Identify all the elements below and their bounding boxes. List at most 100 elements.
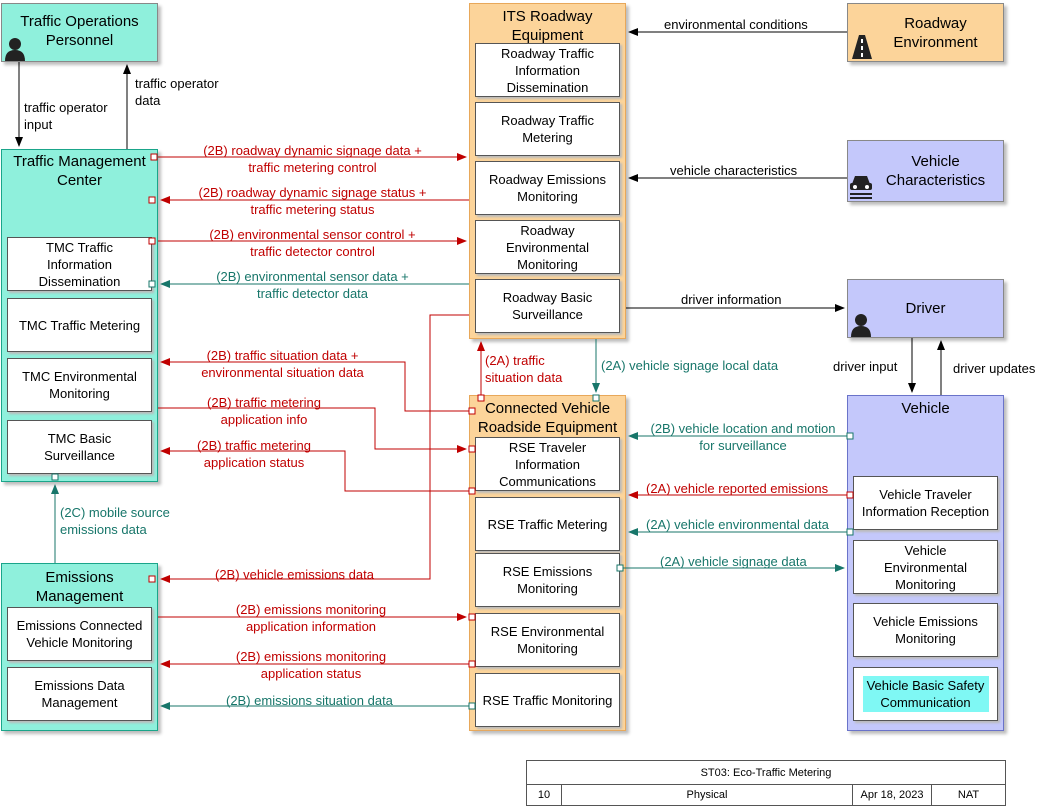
flow-mobile-source-line2: emissions data bbox=[60, 522, 147, 537]
flow-metering-info: (2B) traffic metering application info bbox=[200, 394, 328, 428]
flow-metering-info-line1: (2B) traffic metering bbox=[207, 395, 321, 410]
flow-reported-emissions: (2A) vehicle reported emissions bbox=[646, 481, 829, 496]
flow-mobile-source-line1: (2C) mobile source bbox=[60, 505, 170, 520]
vehicle-item-emissions-monitoring[interactable]: Vehicle Emissions Monitoring bbox=[853, 603, 998, 657]
flow-signage-data-2a: (2A) vehicle signage data bbox=[660, 554, 807, 569]
flow-signage-data-line1: (2B) roadway dynamic signage data + bbox=[203, 143, 422, 158]
diagram-number: 10 bbox=[526, 784, 562, 806]
flow-vehicle-characteristics: vehicle characteristics bbox=[670, 163, 798, 178]
flow-operator-data-line2: data bbox=[135, 93, 161, 108]
flow-emissions-app-status-line1: (2B) emissions monitoring bbox=[235, 649, 387, 664]
flow-metering-info-line2: application info bbox=[220, 412, 308, 427]
cv-item-traffic-metering[interactable]: RSE Traffic Metering bbox=[475, 497, 620, 551]
road-icon bbox=[852, 35, 872, 59]
its-item-traffic-info-dissemination[interactable]: Roadway Traffic Information Disseminatio… bbox=[475, 43, 620, 97]
cv-item-environmental-monitoring[interactable]: RSE Environmental Monitoring bbox=[475, 613, 620, 667]
tmc-item-environmental-monitoring[interactable]: TMC Environmental Monitoring bbox=[7, 358, 152, 412]
emc-item-cv-monitoring[interactable]: Emissions Connected Vehicle Monitoring bbox=[7, 607, 152, 661]
flow-sensor-data: (2B) environmental sensor data + traffic… bbox=[180, 268, 445, 302]
its-item-label: Roadway Environmental Monitoring bbox=[505, 222, 590, 272]
driver-person-icon bbox=[851, 314, 871, 337]
flow-metering-status-line2: application status bbox=[203, 455, 305, 470]
flow-metering-status-line1: (2B) traffic metering bbox=[197, 438, 311, 453]
vehicle-item-label: Vehicle Basic Safety Communication bbox=[862, 676, 989, 712]
its-item-label: Roadway Traffic Information Disseminatio… bbox=[501, 45, 594, 95]
flow-emissions-app-info-line1: (2B) emissions monitoring bbox=[235, 602, 387, 617]
vehicle-characteristics-label: Vehicle Characteristics bbox=[885, 153, 986, 189]
title-block: ST03: Eco-Traffic Metering 10 Physical A… bbox=[526, 760, 1006, 806]
vehicle-item-label: Vehicle Emissions Monitoring bbox=[873, 614, 978, 646]
flow-metering-status: (2B) traffic metering application status bbox=[190, 437, 318, 471]
flow-2a-situation-line2: situation data bbox=[485, 370, 563, 385]
flow-operator-input-line2: input bbox=[24, 117, 53, 132]
its-item-emissions-monitoring[interactable]: Roadway Emissions Monitoring bbox=[475, 161, 620, 215]
roadway-environment-label: Roadway Environment bbox=[893, 14, 978, 51]
flow-location-motion-line1: (2B) vehicle location and motion bbox=[650, 421, 836, 436]
driver-box[interactable]: Driver bbox=[847, 279, 1004, 338]
tmc-item-label: TMC Traffic Metering bbox=[18, 317, 141, 333]
flow-situation-data: (2B) traffic situation data + environmen… bbox=[180, 347, 385, 381]
flow-signage-status-line1: (2B) roadway dynamic signage status + bbox=[198, 185, 427, 200]
diagram-author: NAT bbox=[931, 784, 1006, 806]
flow-sensor-control: (2B) environmental sensor control + traf… bbox=[180, 226, 445, 260]
flow-signage-status-line2: traffic metering status bbox=[250, 202, 375, 217]
tmc-item-traffic-info-dissemination[interactable]: TMC Traffic Information Dissemination bbox=[7, 237, 152, 291]
flow-operator-input: traffic operator input bbox=[24, 99, 108, 133]
vehicle-item-traveler-info[interactable]: Vehicle Traveler Information Reception bbox=[853, 476, 998, 530]
flow-situation-data-line1: (2B) traffic situation data + bbox=[206, 348, 359, 363]
person-icon bbox=[5, 38, 25, 61]
its-title: ITS Roadway Equipment bbox=[502, 8, 593, 44]
flow-signage-status: (2B) roadway dynamic signage status + tr… bbox=[180, 184, 445, 218]
tmc-item-basic-surveillance[interactable]: TMC Basic Surveillance bbox=[7, 420, 152, 474]
roadway-environment-box[interactable]: Roadway Environment bbox=[847, 3, 1004, 62]
cv-item-label: RSE Traffic Metering bbox=[487, 516, 608, 532]
flow-mobile-source: (2C) mobile source emissions data bbox=[60, 504, 170, 538]
tmc-title: Traffic Management Center bbox=[13, 153, 146, 189]
flow-emissions-situation: (2B) emissions situation data bbox=[226, 693, 393, 708]
flow-sensor-data-line1: (2B) environmental sensor data + bbox=[216, 269, 409, 284]
tmc-item-label: TMC Environmental Monitoring bbox=[22, 369, 137, 401]
flow-emissions-app-info: (2B) emissions monitoring application in… bbox=[200, 601, 422, 635]
cv-title: Connected Vehicle Roadside Equipment bbox=[477, 400, 618, 436]
flow-operator-input-line1: traffic operator bbox=[24, 100, 108, 115]
flow-operator-data-line1: traffic operator bbox=[135, 76, 219, 91]
vehicle-item-label: Vehicle Environmental Monitoring bbox=[883, 542, 968, 592]
cv-item-label: RSE Emissions Monitoring bbox=[502, 564, 593, 596]
operators-box[interactable]: Traffic Operations Personnel bbox=[1, 3, 158, 62]
cv-item-emissions-monitoring[interactable]: RSE Emissions Monitoring bbox=[475, 553, 620, 607]
its-item-basic-surveillance[interactable]: Roadway Basic Surveillance bbox=[475, 279, 620, 333]
diagram-date: Apr 18, 2023 bbox=[852, 784, 932, 806]
cv-item-traffic-monitoring[interactable]: RSE Traffic Monitoring bbox=[475, 673, 620, 727]
tmc-item-traffic-metering[interactable]: TMC Traffic Metering bbox=[7, 298, 152, 352]
flow-driver-updates: driver updates bbox=[953, 361, 1036, 376]
its-item-label: Roadway Traffic Metering bbox=[501, 113, 594, 145]
vehicle-characteristics-box[interactable]: Vehicle Characteristics bbox=[847, 140, 1004, 202]
flow-emissions-app-status-line2: application status bbox=[260, 666, 362, 681]
vehicle-title: Vehicle bbox=[901, 400, 950, 417]
cv-item-label: RSE Traffic Monitoring bbox=[482, 692, 613, 708]
emc-item-data-management[interactable]: Emissions Data Management bbox=[7, 667, 152, 721]
emc-item-label: Emissions Data Management bbox=[34, 678, 125, 710]
flow-sensor-control-line1: (2B) environmental sensor control + bbox=[209, 227, 416, 242]
tmc-item-label: TMC Traffic Information Dissemination bbox=[38, 239, 121, 289]
its-item-environmental-monitoring[interactable]: Roadway Environmental Monitoring bbox=[475, 220, 620, 274]
flow-situation-data-line2: environmental situation data bbox=[201, 365, 364, 380]
cv-item-traveler-info[interactable]: RSE Traveler Information Communications bbox=[475, 437, 620, 491]
vehicle-item-basic-safety[interactable]: Vehicle Basic Safety Communication bbox=[853, 667, 998, 721]
flow-emissions-app-status: (2B) emissions monitoring application st… bbox=[200, 648, 422, 682]
vehicle-item-environmental-monitoring[interactable]: Vehicle Environmental Monitoring bbox=[853, 540, 998, 594]
cv-item-label: RSE Traveler Information Communications bbox=[499, 439, 596, 489]
driver-label: Driver bbox=[905, 300, 946, 317]
cv-item-label: RSE Environmental Monitoring bbox=[490, 624, 605, 656]
its-item-traffic-metering[interactable]: Roadway Traffic Metering bbox=[475, 102, 620, 156]
tmc-item-label: TMC Basic Surveillance bbox=[44, 431, 115, 463]
emc-item-label: Emissions Connected Vehicle Monitoring bbox=[16, 618, 143, 650]
flow-location-motion-line2: for surveillance bbox=[699, 438, 787, 453]
car-icon bbox=[850, 176, 872, 199]
diagram-title: ST03: Eco-Traffic Metering bbox=[526, 760, 1006, 785]
flow-emissions-app-info-line2: application information bbox=[245, 619, 377, 634]
flow-signage-data-line2: traffic metering control bbox=[248, 160, 377, 175]
flow-driver-input: driver input bbox=[833, 359, 898, 374]
flow-location-motion: (2B) vehicle location and motion for sur… bbox=[643, 420, 843, 454]
